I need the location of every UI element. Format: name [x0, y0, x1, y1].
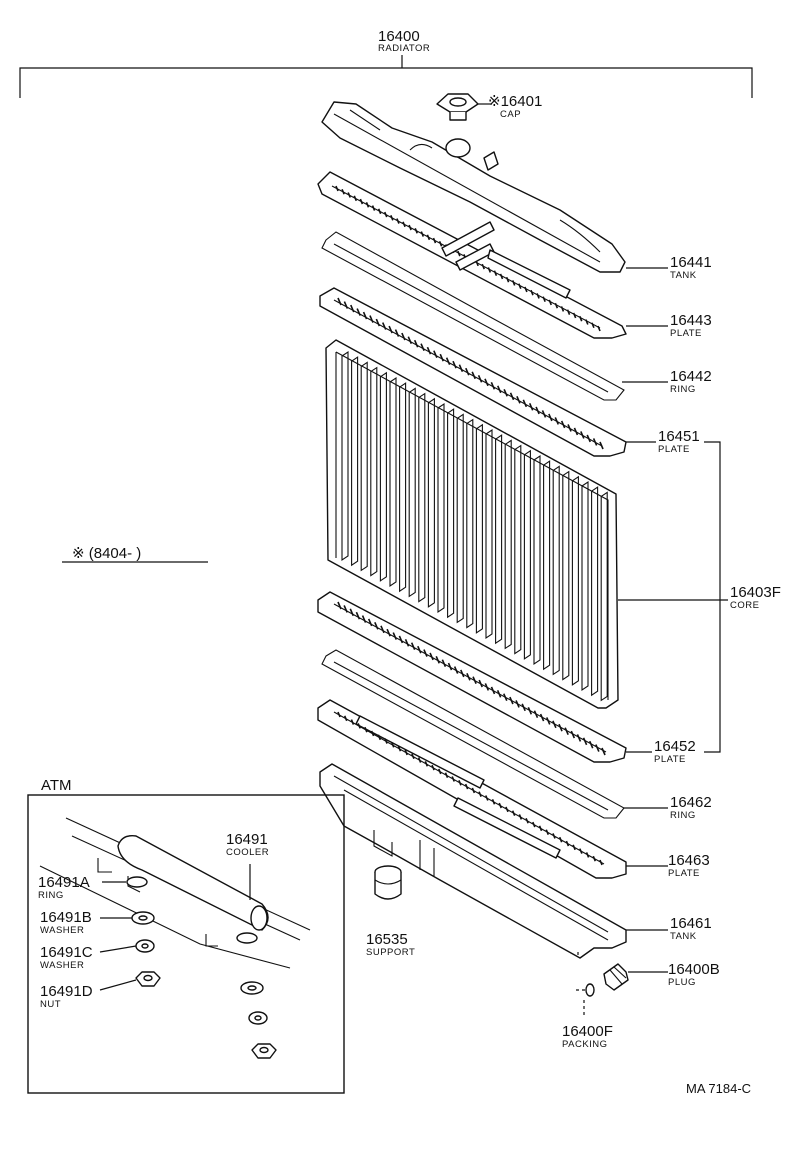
atm-inset-frame — [27, 794, 345, 1094]
part-plug-name: PLUG — [668, 977, 696, 988]
part-packing-name: PACKING — [562, 1039, 608, 1050]
packing-part — [585, 983, 595, 997]
core-part — [325, 339, 619, 709]
atm-nut-name: NUT — [40, 999, 61, 1010]
lower-plate-part — [317, 699, 627, 879]
upper-ring-part — [321, 221, 625, 401]
core-bottom-plate-part — [317, 591, 627, 763]
leader-lines — [618, 267, 728, 931]
part-cap-name: CAP — [500, 109, 521, 120]
atm-leader-lines — [99, 864, 251, 991]
part-plate-lower-name: PLATE — [668, 868, 700, 879]
date-note: ※ (8404- ) — [72, 545, 141, 562]
part-core-name: CORE — [730, 600, 759, 611]
support-part — [374, 865, 402, 900]
part-tank-lower-number: 16461 — [670, 915, 712, 932]
assembly-name: RADIATOR — [378, 43, 430, 54]
part-support-name: SUPPORT — [366, 947, 415, 958]
atm-nut-number: 16491D — [40, 983, 93, 1000]
part-core-number: 16403F — [730, 584, 781, 601]
part-tank-lower-name: TANK — [670, 931, 697, 942]
part-plug-number: 16400B — [668, 961, 720, 978]
atm-ring-number: 16491A — [38, 874, 90, 891]
part-plate-upper-name: PLATE — [670, 328, 702, 339]
atm-washer-b-name: WASHER — [40, 925, 84, 936]
lower-ring-part — [321, 649, 625, 819]
part-plate-core-top-number: 16451 — [658, 428, 700, 445]
atm-washer-c-number: 16491C — [40, 944, 93, 961]
atm-cooler-number: 16491 — [226, 831, 268, 848]
part-tank-upper-number: 16441 — [670, 254, 712, 271]
part-support-number: 16535 — [366, 931, 408, 948]
part-plate-core-top-name: PLATE — [658, 444, 690, 455]
atm-washer-c-name: WASHER — [40, 960, 84, 971]
part-plate-lower-number: 16463 — [668, 852, 710, 869]
drawing-code: MA 7184-C — [686, 1081, 751, 1096]
assembly-bracket — [19, 55, 753, 98]
part-packing-number: 16400F — [562, 1023, 613, 1040]
atm-cooler-name: COOLER — [226, 847, 269, 858]
plug-part — [603, 963, 629, 991]
atm-title: ATM — [41, 777, 72, 794]
part-ring-upper-name: RING — [670, 384, 696, 395]
cap-part — [436, 93, 479, 121]
lower-tank-part — [319, 763, 627, 959]
part-cap-number: ※16401 — [488, 93, 542, 110]
part-tank-upper-name: TANK — [670, 270, 697, 281]
assembly-number: 16400 — [378, 28, 420, 45]
part-ring-lower-number: 16462 — [670, 794, 712, 811]
atm-washer-b-number: 16491B — [40, 909, 92, 926]
part-ring-upper-number: 16442 — [670, 368, 712, 385]
upper-tank-part — [321, 101, 626, 273]
part-ring-lower-name: RING — [670, 810, 696, 821]
part-plate-core-bottom-number: 16452 — [654, 738, 696, 755]
part-plate-core-bottom-name: PLATE — [654, 754, 686, 765]
atm-cooler-drawing — [39, 817, 311, 1059]
core-top-plate-part — [319, 287, 627, 457]
atm-ring-name: RING — [38, 890, 64, 901]
part-plate-upper-number: 16443 — [670, 312, 712, 329]
